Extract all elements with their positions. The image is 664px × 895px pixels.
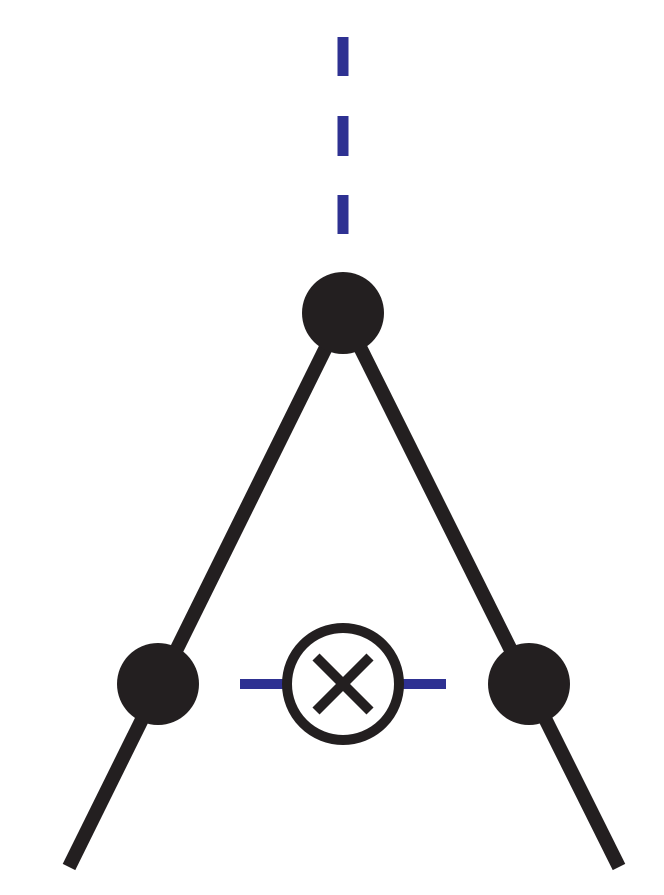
mass-insertion-cross-icon <box>282 623 404 745</box>
top-vertex <box>302 272 384 354</box>
left-fermion-line <box>62 309 350 871</box>
left-vertex <box>117 643 199 725</box>
cross-stroke <box>312 653 374 715</box>
right-vertex <box>488 643 570 725</box>
fermion-lines <box>62 309 626 871</box>
right-fermion-line <box>336 309 626 871</box>
